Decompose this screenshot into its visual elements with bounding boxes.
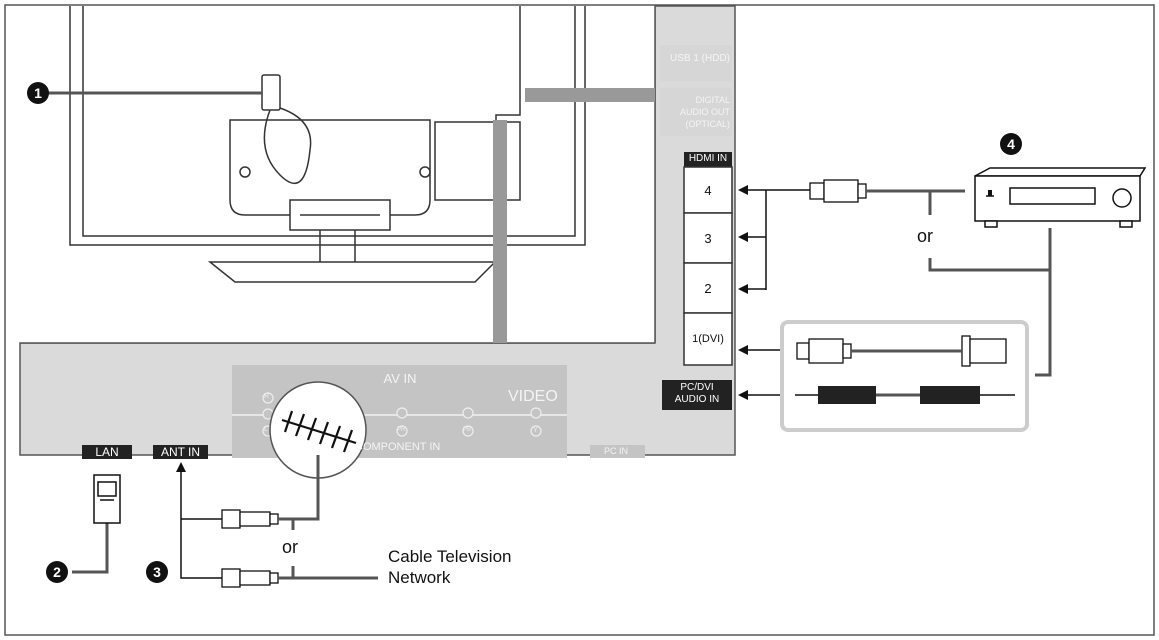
jack-label-pr: PR	[397, 427, 406, 433]
or-device-label: or	[917, 226, 934, 246]
jack-label-l: L	[264, 426, 268, 433]
digital-audio-label: DIGITAL AUDIO OUT (OPTICAL)	[679, 95, 730, 129]
power-connector	[261, 74, 281, 111]
ant-in-wiring	[180, 470, 222, 579]
coax-connectors	[221, 509, 279, 588]
cable-bar-vertical	[493, 120, 507, 343]
cable-bar-horizontal	[525, 88, 655, 102]
hdmi-port-3: 3	[704, 231, 712, 246]
usb-label: USB 1 (HDD)	[669, 53, 730, 64]
hdmi-in-tag	[684, 152, 732, 167]
cable-tv-label: Cable Television Network	[388, 547, 512, 587]
ant-in-arrow	[176, 462, 186, 472]
jack-label-y: Y	[533, 427, 538, 434]
or-antenna-label: or	[282, 537, 299, 557]
badge-1: 1	[27, 82, 49, 104]
component-in-label: COMPONENT IN	[355, 441, 441, 453]
lan-cable	[72, 522, 109, 574]
jack-label-r: R	[264, 393, 270, 400]
pc-in-area	[590, 445, 645, 458]
video-label: VIDEO	[508, 388, 558, 405]
hdmi-port-1-dvi: 1(DVI)	[692, 333, 724, 345]
av-in-label: AV IN	[383, 371, 417, 386]
hdmi-ports	[683, 166, 733, 366]
pc-cable-group	[780, 320, 1029, 432]
device-cables	[866, 189, 1052, 377]
antenna-icon	[281, 410, 357, 453]
audio-cable-icon	[795, 386, 1015, 404]
dvi-cable-icon	[796, 335, 1007, 367]
hdmi-in-label: HDMI IN	[688, 153, 728, 164]
av-device-icon	[974, 167, 1147, 228]
badge-3: 3	[146, 561, 168, 583]
hdmi-port-2: 2	[704, 281, 712, 296]
hdmi-arrowheads	[738, 185, 748, 400]
badge-2: 2	[46, 561, 68, 583]
hdmi-port-4: 4	[704, 183, 712, 198]
pc-dvi-audio-tag	[662, 380, 732, 410]
lan-connector-icon	[93, 474, 121, 524]
hdmi-plug-icon	[809, 179, 867, 203]
digital-audio-area	[660, 88, 732, 136]
pc-dvi-audio-label: PC/DVI AUDIO IN	[674, 382, 720, 405]
lan-tag: LAN	[82, 445, 132, 459]
jack-label-pb: PB	[463, 427, 472, 433]
badge-4: 4	[1000, 133, 1022, 155]
pc-in-label: PC IN	[604, 446, 629, 456]
ant-in-tag: ANT IN	[153, 445, 208, 459]
usb-port-area	[660, 45, 732, 81]
